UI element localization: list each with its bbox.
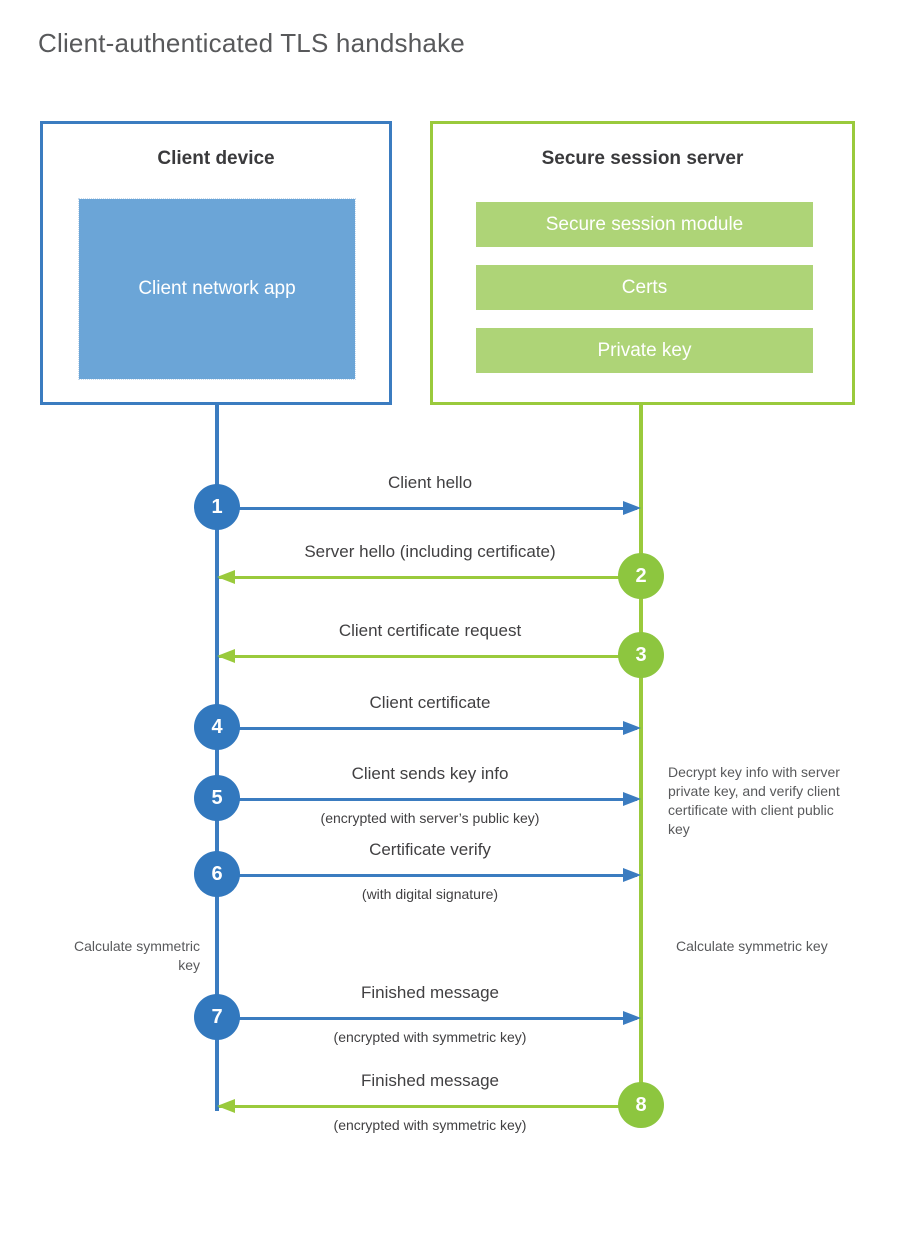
message-sublabel: (encrypted with symmetric key) [333,1117,527,1133]
message-arrow-head-icon [623,501,641,515]
server-component-secure-session-module: Secure session module [476,202,813,247]
message-arrow-head-icon [623,721,641,735]
message-sublabel: (encrypted with symmetric key) [333,1029,527,1045]
step-badge-7: 7 [194,994,240,1040]
message-label: Client certificate request [338,621,522,640]
message-arrow-line [217,507,637,510]
server-component-label: Certs [621,276,668,298]
annotation-client-calculate-symmetric-key: Calculate symmetric key [73,938,200,973]
server-lifeline [639,405,643,1107]
message-arrow-head-icon [623,868,641,882]
message-arrow-head-icon [217,1099,235,1113]
message-sublabel: (encrypted with server’s public key) [320,810,540,826]
server-component-private-key: Private key [476,328,813,373]
message-arrow-line [219,576,639,579]
message-label: Finished message [361,1071,499,1090]
client-lifeline [215,405,219,1111]
step-badge-1: 1 [194,484,240,530]
message-label: Server hello (including certificate) [304,542,556,561]
client-network-app-block: Client network app [78,198,356,380]
message-arrow-line [217,874,637,877]
message-arrow-line [217,798,637,801]
step-badge-4: 4 [194,704,240,750]
message-sublabel: (with digital signature) [361,886,499,902]
message-label: Client sends key info [351,764,509,783]
message-label: Client hello [387,473,473,492]
message-arrow-line [217,727,637,730]
step-badge-3: 3 [618,632,664,678]
secure-session-server-box: Secure session server Secure session mod… [430,121,855,405]
step-badge-6: 6 [194,851,240,897]
message-arrow-line [217,1017,637,1020]
server-component-label: Private key [597,339,692,361]
step-badge-2: 2 [618,553,664,599]
message-arrow-head-icon [623,1011,641,1025]
server-component-certs: Certs [476,265,813,310]
page-title: Client-authenticated TLS handshake [38,28,465,58]
step-badge-5: 5 [194,775,240,821]
client-device-title: Client device [157,148,275,169]
message-label: Finished message [361,983,499,1002]
client-device-box: Client device Client network app [40,121,392,405]
secure-session-server-title: Secure session server [541,148,744,169]
annotation-server-decrypt: Decrypt key info with server private key… [668,764,840,837]
server-component-label: Secure session module [545,213,744,235]
message-arrow-head-icon [217,649,235,663]
message-label: Certificate verify [369,840,491,859]
message-arrow-line [219,655,639,658]
step-badge-8: 8 [618,1082,664,1128]
message-arrow-head-icon [623,792,641,806]
message-arrow-head-icon [217,570,235,584]
message-arrow-line [219,1105,639,1108]
message-label: Client certificate [369,693,491,712]
annotation-server-calculate-symmetric-key: Calculate symmetric key [676,938,828,954]
client-network-app-label: Client network app [138,278,296,300]
